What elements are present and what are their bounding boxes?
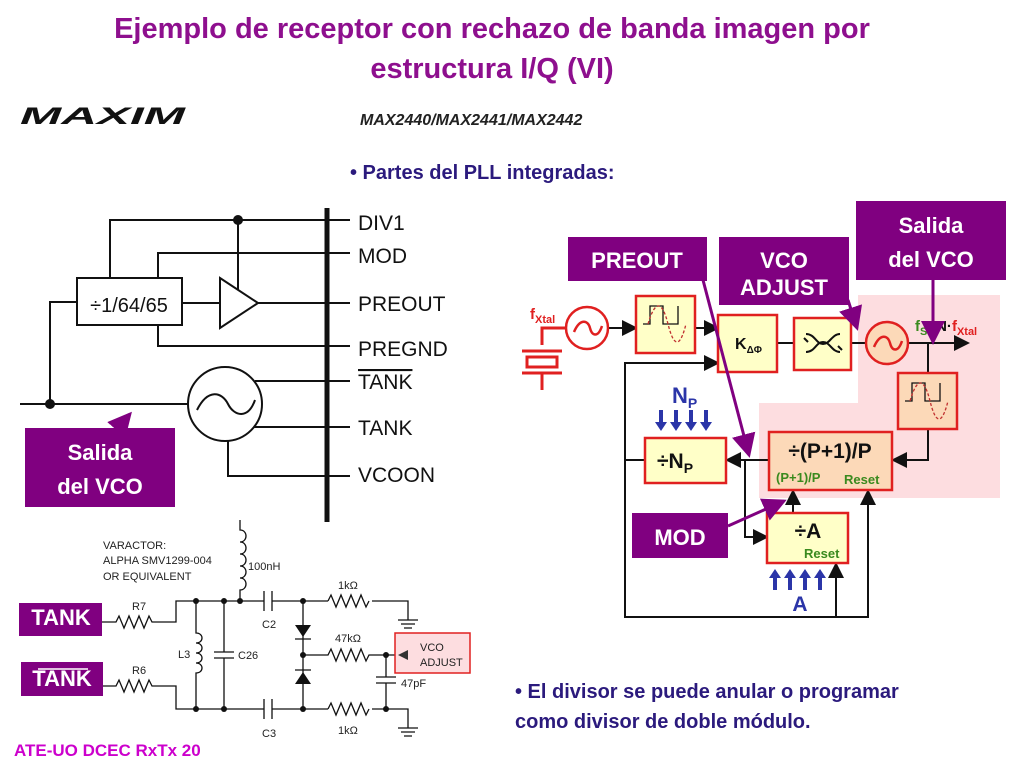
svg-text:R6: R6 bbox=[132, 665, 146, 677]
svg-text:1kΩ: 1kΩ bbox=[338, 725, 358, 737]
bullet-pll-parts: • Partes del PLL integradas: bbox=[350, 162, 615, 184]
svg-text:47pF: 47pF bbox=[401, 678, 426, 690]
slide-footer: ATE-UO DCEC RxTx 20 bbox=[14, 741, 201, 760]
pin-tank: TANK bbox=[358, 417, 412, 440]
phase-detector-block bbox=[716, 313, 779, 374]
pin-pregnd: PREGND bbox=[358, 338, 448, 361]
svg-text:Reset: Reset bbox=[804, 546, 840, 561]
svg-text:÷(P+1)/P: ÷(P+1)/P bbox=[788, 440, 871, 463]
svg-text:Salida: Salida bbox=[899, 213, 965, 238]
svg-text:MOD: MOD bbox=[654, 525, 705, 550]
svg-text:PREOUT: PREOUT bbox=[591, 248, 683, 273]
svg-text:C3: C3 bbox=[262, 728, 276, 740]
svg-text:÷NP: ÷NP bbox=[657, 450, 693, 476]
bullet-divisor-line-2: como divisor de doble módulo. bbox=[515, 711, 811, 733]
svg-text:A: A bbox=[792, 593, 807, 616]
svg-text:del VCO: del VCO bbox=[57, 474, 143, 499]
inductor-100nh bbox=[239, 520, 247, 601]
svg-text:TANK: TANK bbox=[32, 666, 92, 691]
crystal-icon bbox=[522, 349, 562, 390]
svg-text:VCO: VCO bbox=[760, 248, 808, 273]
svg-text:OR EQUIVALENT: OR EQUIVALENT bbox=[103, 571, 192, 583]
crystal-oscillator-icon bbox=[564, 305, 610, 351]
title-line-1: Ejemplo de receptor con rechazo de banda… bbox=[114, 13, 870, 45]
svg-text:C2: C2 bbox=[262, 619, 276, 631]
svg-text:1kΩ: 1kΩ bbox=[338, 580, 358, 592]
svg-text:TANK: TANK bbox=[31, 605, 91, 630]
ic-block-diagram: ÷1/64/65 DIV1 MOD PREOUT PREGND TANK TAN… bbox=[20, 208, 448, 522]
svg-text:ADJUST: ADJUST bbox=[420, 657, 463, 669]
dual-modulus-prescaler-block bbox=[767, 430, 894, 492]
svg-text:100nH: 100nH bbox=[248, 561, 280, 573]
svg-text:÷A: ÷A bbox=[795, 520, 822, 543]
bullet-divisor-line-1: • El divisor se puede anular o programar bbox=[515, 681, 899, 703]
svg-text:(P+1)/P: (P+1)/P bbox=[776, 470, 821, 485]
label-vco-output-right bbox=[856, 201, 1006, 280]
part-numbers: MAX2440/MAX2441/MAX2442 bbox=[360, 112, 582, 129]
svg-text:R7: R7 bbox=[132, 601, 146, 613]
vco-icon bbox=[864, 320, 910, 366]
pin-vcoon: VCOON bbox=[358, 464, 435, 487]
svg-text:KΔΦ: KΔΦ bbox=[735, 336, 762, 356]
svg-text:Reset: Reset bbox=[844, 472, 880, 487]
varactor-diodes-icon bbox=[295, 625, 311, 684]
title-line-2: estructura I/Q (VI) bbox=[370, 53, 613, 85]
divider-label: ÷1/64/65 bbox=[90, 295, 168, 317]
pin-mod: MOD bbox=[358, 245, 407, 268]
svg-text:VARACTOR:: VARACTOR: bbox=[103, 540, 166, 552]
pin-div1: DIV1 bbox=[358, 212, 405, 235]
pll-diagram: fXtal KΔΦ fS=N·fXtal ÷(P+1)/P (P+1)/P Re… bbox=[522, 201, 1006, 618]
a-input-arrows bbox=[769, 569, 826, 590]
np-input-arrows bbox=[655, 410, 712, 431]
np-divider-block bbox=[643, 436, 728, 485]
svg-text:VCO: VCO bbox=[420, 642, 444, 654]
buffer-icon bbox=[219, 276, 260, 330]
svg-text:L3: L3 bbox=[178, 649, 190, 661]
svg-text:47kΩ: 47kΩ bbox=[335, 633, 361, 645]
label-tank bbox=[19, 603, 102, 636]
label-mod bbox=[632, 513, 728, 558]
label-preout bbox=[568, 237, 707, 281]
svg-text:ALPHA SMV1299-004: ALPHA SMV1299-004 bbox=[103, 555, 212, 567]
vco-oscillator-icon bbox=[187, 366, 263, 442]
pin-preout: PREOUT bbox=[358, 293, 446, 316]
svg-text:MAXIM: MAXIM bbox=[20, 103, 187, 130]
svg-text:NP: NP bbox=[672, 383, 697, 411]
svg-text:C26: C26 bbox=[238, 650, 258, 662]
svg-text:Salida: Salida bbox=[68, 440, 134, 465]
label-vco-adjust bbox=[719, 237, 849, 305]
maxim-logo: MAXIM bbox=[20, 103, 187, 130]
label-tank-bar bbox=[21, 662, 103, 696]
svg-text:ADJUST: ADJUST bbox=[740, 275, 829, 300]
a-counter-block bbox=[765, 511, 850, 565]
pin-tank-bar: TANK bbox=[358, 371, 412, 394]
tank-circuit: VARACTOR: ALPHA SMV1299-004 OR EQUIVALEN… bbox=[19, 520, 471, 740]
svg-text:fXtal: fXtal bbox=[530, 306, 555, 326]
svg-text:del VCO: del VCO bbox=[888, 247, 974, 272]
label-vco-output-left bbox=[25, 428, 175, 507]
